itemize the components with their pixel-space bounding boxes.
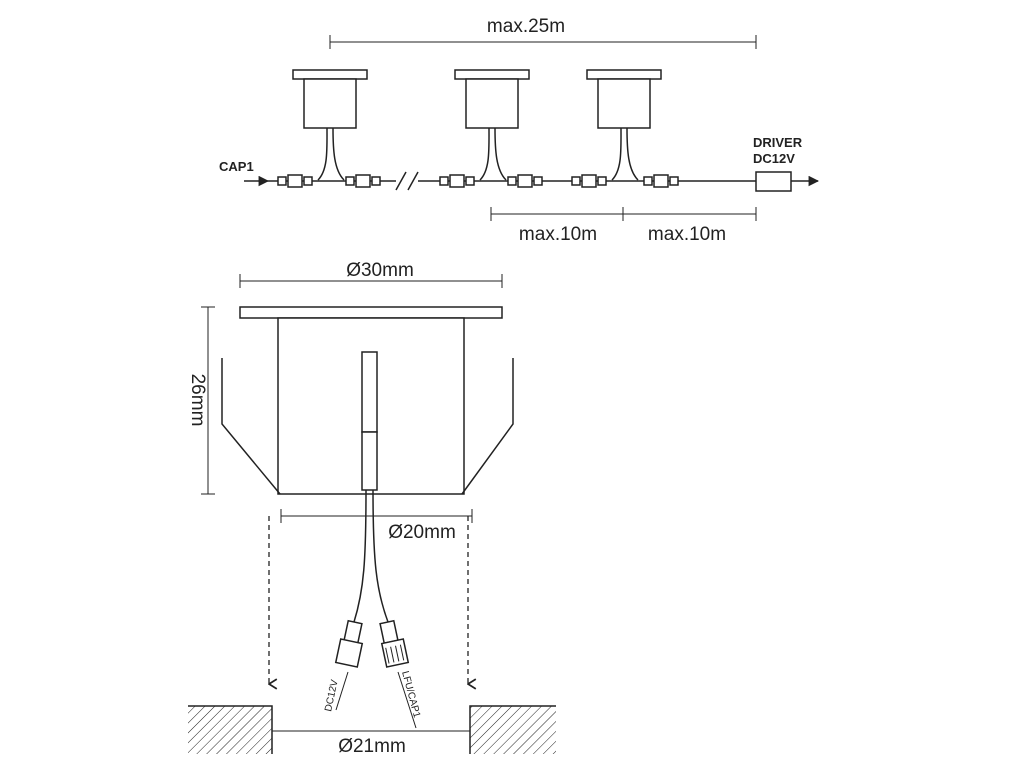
- connector: [439, 174, 475, 188]
- connector-left-label: DC12V: [323, 678, 341, 712]
- lamp-unit-2: [454, 69, 530, 181]
- driver-label-line1: DRIVER: [753, 135, 803, 150]
- height-label: 26mm: [187, 374, 208, 427]
- dimension-body: Ø20mm: [280, 509, 473, 543]
- hole-diameter-label: Ø21mm: [338, 736, 406, 757]
- body-diameter-label: Ø20mm: [388, 522, 456, 543]
- dimension-segments: max.10m max.10m: [490, 207, 757, 245]
- lamp-unit-3: [586, 69, 662, 181]
- connector: [507, 174, 543, 188]
- dimension-height: 26mm: [187, 306, 215, 495]
- connector: [571, 174, 607, 188]
- flange-diameter-label: Ø30mm: [346, 260, 414, 281]
- fixture-detail: Ø30mm 26mm Ø20mm: [187, 260, 556, 757]
- input-label: CAP1: [219, 159, 254, 174]
- segment-1-label: max.10m: [519, 224, 597, 245]
- segment-2-label: max.10m: [648, 224, 726, 245]
- connector: [643, 174, 679, 188]
- installation-guides: [269, 516, 468, 684]
- driver-label-line2: DC12V: [753, 151, 795, 166]
- dimension-total-span: max.25m: [329, 16, 757, 49]
- cable-connectors: [277, 174, 679, 188]
- connector: [345, 174, 381, 188]
- connector-right-label: LFU/CAP1: [399, 670, 422, 719]
- driver: DRIVER DC12V: [753, 135, 803, 192]
- mounting-surface: Ø21mm: [188, 705, 556, 757]
- span-total-label: max.25m: [487, 16, 565, 37]
- fixture-body: [221, 306, 514, 495]
- connector: [277, 174, 313, 188]
- wiring-diagram: max.25m: [219, 16, 820, 245]
- dimension-flange: Ø30mm: [239, 260, 503, 288]
- lamp-unit-1: [292, 69, 368, 181]
